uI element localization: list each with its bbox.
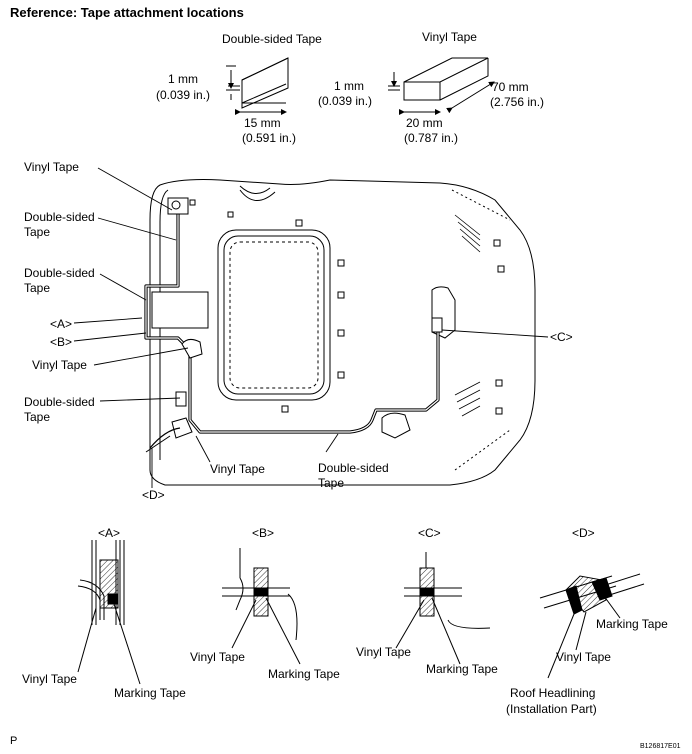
callout-double-sided-4b: Tape <box>318 476 345 490</box>
detail-a-vinyl-tape: Vinyl Tape <box>22 672 77 686</box>
double-sided-thickness-mm: 1 mm <box>168 72 198 86</box>
double-sided-thickness-in: (0.039 in.) <box>156 88 211 102</box>
callout-double-sided-3a: Double-sided <box>24 395 95 409</box>
callout-marker-b: <B> <box>50 335 73 349</box>
callout-vinyl-tape-1: Vinyl Tape <box>24 160 79 174</box>
callout-vinyl-tape-2: Vinyl Tape <box>32 358 87 372</box>
vinyl-thickness-in: (0.039 in.) <box>318 94 373 108</box>
double-sided-tape-label: Double-sided Tape <box>222 32 322 46</box>
double-sided-width-mm: 15 mm <box>244 116 281 130</box>
detail-d-vinyl-tape: Vinyl Tape <box>556 650 611 664</box>
callout-vinyl-tape-3: Vinyl Tape <box>210 462 265 476</box>
detail-c-vinyl-tape: Vinyl Tape <box>356 645 411 659</box>
vinyl-width-in: (0.787 in.) <box>404 131 459 145</box>
detail-b-drawing <box>222 548 301 665</box>
double-sided-width-in: (0.591 in.) <box>242 131 297 145</box>
footer-figure-code: B126817E01 <box>640 743 681 750</box>
detail-d-drawing <box>539 573 645 679</box>
roof-headliner-outline <box>149 179 536 486</box>
vinyl-tape-sample <box>388 57 495 115</box>
callout-double-sided-2b: Tape <box>24 281 51 295</box>
harness-clamps <box>167 197 443 439</box>
callout-double-sided-3b: Tape <box>24 410 51 424</box>
callout-double-sided-1a: Double-sided <box>24 210 95 224</box>
detail-b-vinyl-tape: Vinyl Tape <box>190 650 245 664</box>
roof-clip-marks <box>189 199 505 415</box>
wire-harness-route-inner <box>145 207 439 433</box>
detail-b-marking-tape: Marking Tape <box>268 667 340 681</box>
callout-double-sided-1b: Tape <box>24 225 51 239</box>
detail-d-headlining-a: Roof Headlining <box>510 686 596 700</box>
callout-marker-d: <D> <box>142 488 165 502</box>
callout-marker-c: <C> <box>550 330 573 344</box>
sunroof-opening <box>217 229 331 401</box>
vinyl-length-in: (2.756 in.) <box>490 95 545 109</box>
detail-d-marking-tape: Marking Tape <box>596 617 668 631</box>
harness-tail <box>149 427 181 449</box>
detail-c-marking-tape: Marking Tape <box>426 662 498 676</box>
vinyl-tape-label: Vinyl Tape <box>422 30 477 44</box>
detail-d-headlining-b: (Installation Part) <box>506 702 597 716</box>
vinyl-thickness-mm: 1 mm <box>334 79 364 93</box>
detail-a-title: <A> <box>98 526 121 540</box>
detail-b-title: <B> <box>252 526 275 540</box>
page-title: Reference: Tape attachment locations <box>10 5 244 20</box>
callout-double-sided-4a: Double-sided <box>318 461 389 475</box>
detail-c-title: <C> <box>418 526 441 540</box>
harness-tail-2 <box>145 435 171 453</box>
detail-c-drawing <box>395 552 491 665</box>
leader-lines <box>73 167 549 488</box>
footer-left: P <box>10 735 18 747</box>
detail-a-marking-tape: Marking Tape <box>114 686 186 700</box>
lamp-brackets <box>151 286 456 439</box>
detail-d-title: <D> <box>572 526 595 540</box>
side-louvres <box>454 214 481 417</box>
double-sided-tape-sample <box>226 57 289 115</box>
callout-marker-a: <A> <box>50 317 73 331</box>
vinyl-width-mm: 20 mm <box>406 116 443 130</box>
callout-double-sided-2a: Double-sided <box>24 266 95 280</box>
detail-a-drawing <box>77 540 141 685</box>
vinyl-length-mm: 70 mm <box>492 80 529 94</box>
